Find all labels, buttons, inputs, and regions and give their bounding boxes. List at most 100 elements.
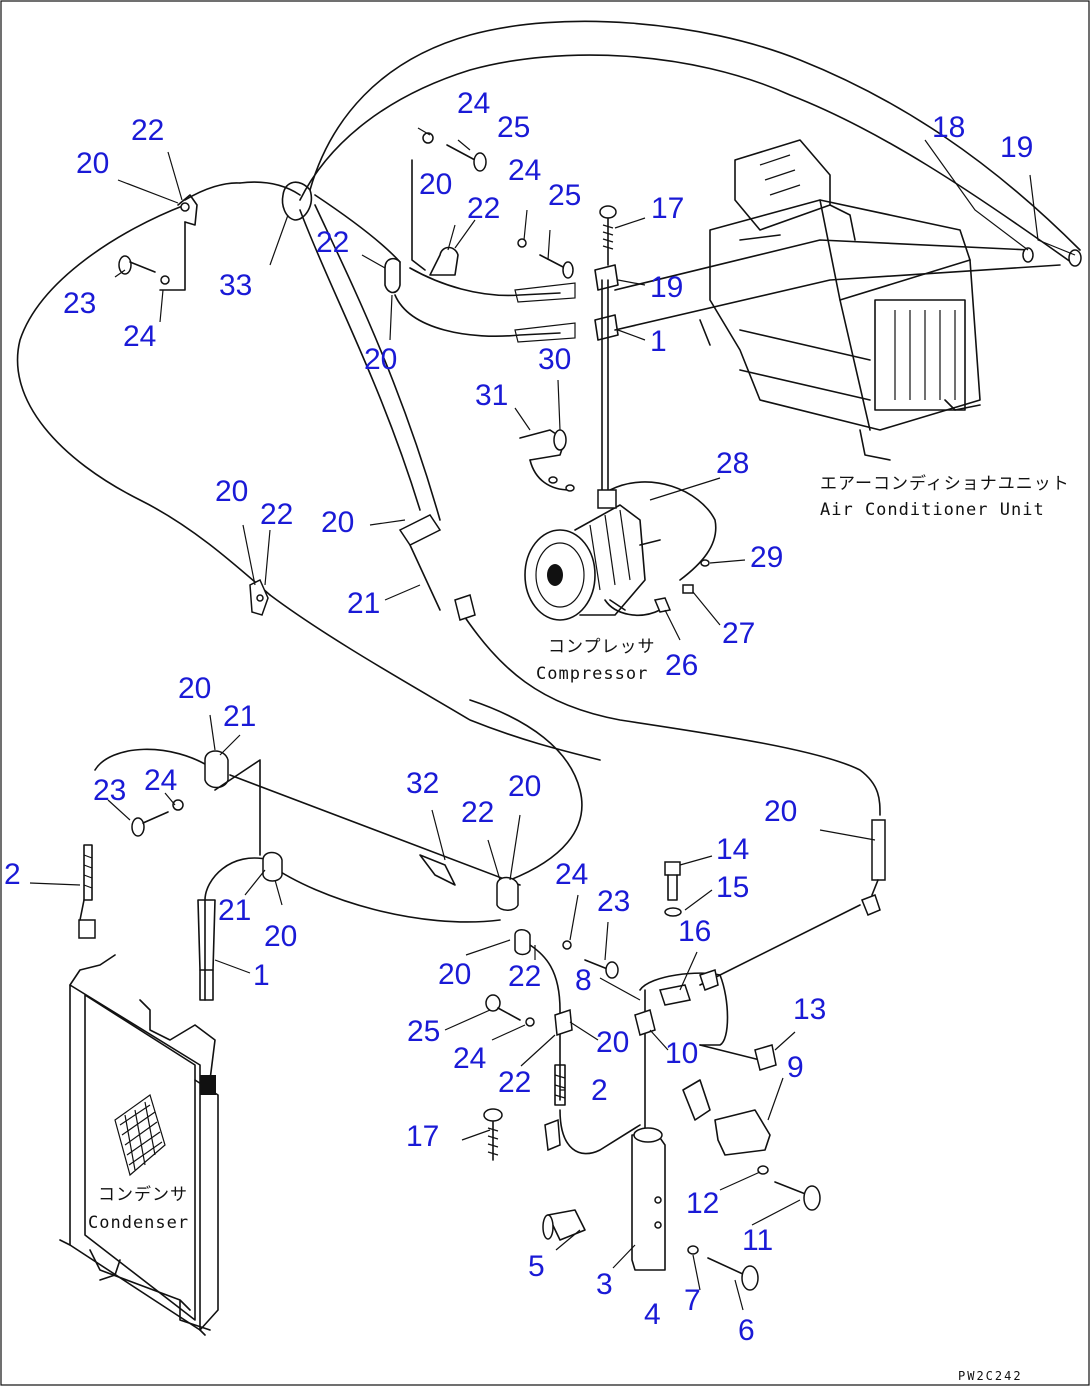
- compressor-fitting-top: [597, 489, 617, 509]
- callout-number: 24: [508, 154, 541, 187]
- callout-number: 11: [742, 1224, 773, 1257]
- condenser-inlet: [200, 1075, 216, 1095]
- hose-lower-diag-a: [229, 774, 521, 886]
- captions: エアーコンディショナユニット Air Conditioner Unit コンプレ…: [88, 473, 1070, 1383]
- clamp-21-ll: [262, 851, 283, 882]
- part-9-bracket: [714, 1109, 771, 1156]
- washer-24-ll: [172, 799, 184, 811]
- hose-to-ac-2: [614, 264, 1061, 331]
- bolt-17-lower: [483, 1108, 503, 1122]
- hose-left-loop: [16, 204, 271, 596]
- callout-number: 20: [364, 343, 397, 376]
- callout-number: 17: [406, 1120, 439, 1153]
- bolt-23-ll: [131, 817, 145, 837]
- compressor-pulley: [524, 529, 596, 621]
- callout-number: 6: [738, 1314, 755, 1347]
- callout-number: 20: [264, 920, 297, 953]
- callout-number: 2: [591, 1074, 608, 1107]
- clamp-20-center2: [514, 929, 531, 956]
- washer-24-top: [422, 132, 434, 144]
- ac-unit-caption-en: Air Conditioner Unit: [820, 500, 1045, 520]
- callout-number: 20: [178, 672, 211, 705]
- compressor-body: [574, 504, 646, 616]
- callout-number: 13: [793, 993, 826, 1026]
- clamp-32: [419, 854, 456, 886]
- callout-number: 24: [457, 87, 490, 120]
- bolt-11: [803, 1185, 821, 1211]
- pipe-to-right-hose: [699, 904, 861, 986]
- hose-left-top: [239, 181, 301, 196]
- hose-33-down2: [314, 204, 441, 521]
- bolt-17-top: [599, 205, 617, 219]
- part-1-hose: [197, 899, 216, 971]
- callout-number: 24: [453, 1042, 486, 1075]
- callout-number: 24: [555, 858, 588, 891]
- clamp-20-center: [496, 876, 519, 911]
- condenser-caption-en: Condenser: [88, 1213, 189, 1233]
- callout-number: 30: [538, 343, 571, 376]
- callout-number: 2: [4, 858, 21, 891]
- hose-top-outer: [309, 20, 1081, 251]
- hose-to-19: [409, 267, 561, 297]
- ac-fitting-19: [1068, 249, 1082, 267]
- callout-number: 20: [215, 475, 248, 508]
- condenser-side-tank: [194, 1079, 219, 1331]
- ac-fitting-18: [1022, 247, 1034, 263]
- callout-numbers: 24 25 22 20 20 24 25 17 18 19 22 22 33 2…: [4, 87, 1033, 1347]
- callout-number: 22: [260, 498, 293, 531]
- callout-number: 22: [131, 114, 164, 147]
- callout-number: 23: [93, 774, 126, 807]
- callout-number: 22: [508, 960, 541, 993]
- hose-lower-left-loop: [94, 748, 216, 771]
- washer-7: [687, 1245, 699, 1255]
- receiver-drier: [542, 1079, 771, 1271]
- callout-number: 21: [223, 700, 256, 733]
- hose-left-top2: [184, 182, 241, 201]
- washer-24-lower: [525, 1017, 535, 1027]
- condenser: [59, 954, 219, 1336]
- callout-number: 16: [678, 915, 711, 948]
- callout-number: 33: [219, 269, 252, 302]
- callout-number: 23: [597, 885, 630, 918]
- part-5-cylinder: [547, 1209, 586, 1241]
- hose-right-sweep: [459, 609, 881, 816]
- callout-number: 29: [750, 541, 783, 574]
- pipe-to-bracket: [699, 1044, 761, 1061]
- callout-number: 5: [528, 1250, 545, 1283]
- callout-number: 25: [548, 179, 581, 212]
- callout-number: 27: [722, 617, 755, 650]
- callout-number: 32: [406, 767, 439, 800]
- callout-number: 1: [253, 959, 270, 992]
- callout-number: 19: [650, 271, 683, 304]
- callout-number: 23: [63, 287, 96, 320]
- hose-lower-loop-right: [469, 699, 583, 881]
- part-2-center: [554, 1064, 566, 1106]
- washer-24-mid: [517, 238, 527, 248]
- air-conditioner-unit: [699, 139, 1082, 461]
- bolt-25-lower: [485, 994, 501, 1012]
- callout-number: 24: [144, 764, 177, 797]
- ac-main-body: [709, 199, 981, 431]
- hose-26: [604, 599, 661, 616]
- callout-number: 15: [716, 871, 749, 904]
- clamp-22-lower: [554, 1008, 573, 1037]
- callout-number: 26: [665, 649, 698, 682]
- callout-number: 22: [498, 1066, 531, 1099]
- condenser-mesh-logo: [114, 1094, 166, 1177]
- callout-number: 9: [787, 1051, 804, 1084]
- callout-number: 28: [716, 447, 749, 480]
- callout-number: 20: [764, 795, 797, 828]
- compressor-caption-en: Compressor: [536, 664, 648, 684]
- ac-unit-caption-jp: エアーコンディショナユニット: [820, 473, 1070, 494]
- callout-number: 20: [438, 958, 471, 991]
- leader-lines: [29, 127, 1076, 1311]
- clamp-19: [594, 264, 619, 291]
- hose-fitting-20-right: [871, 819, 886, 881]
- drawing-code: PW2C242: [958, 1369, 1023, 1383]
- part-16: [659, 984, 691, 1006]
- compressor-caption-jp: コンプレッサ: [548, 637, 656, 657]
- hose-lower-diag-b: [269, 864, 501, 923]
- ac-top-box: [734, 139, 831, 231]
